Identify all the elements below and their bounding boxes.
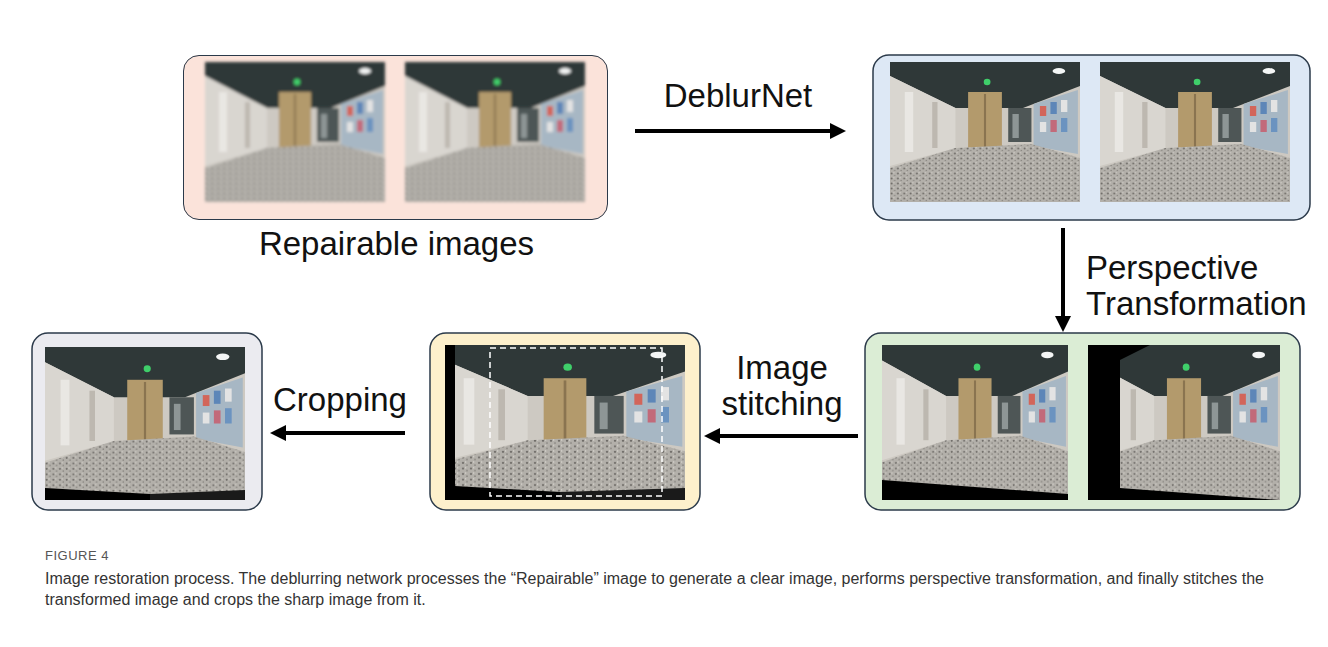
- arrow-label: DeblurNet: [608, 78, 868, 114]
- figure-caption: Image restoration process. The deblurrin…: [45, 569, 1295, 611]
- arrow-label: Perspective Transformation: [1086, 250, 1322, 323]
- figure-number: FIGURE 4: [45, 548, 345, 565]
- arrow-label: Image stitching: [697, 350, 867, 423]
- panel-heading: Repairable images: [184, 226, 609, 262]
- image-panel: Repairable images: [183, 55, 608, 220]
- arrow-label: Cropping: [255, 382, 425, 418]
